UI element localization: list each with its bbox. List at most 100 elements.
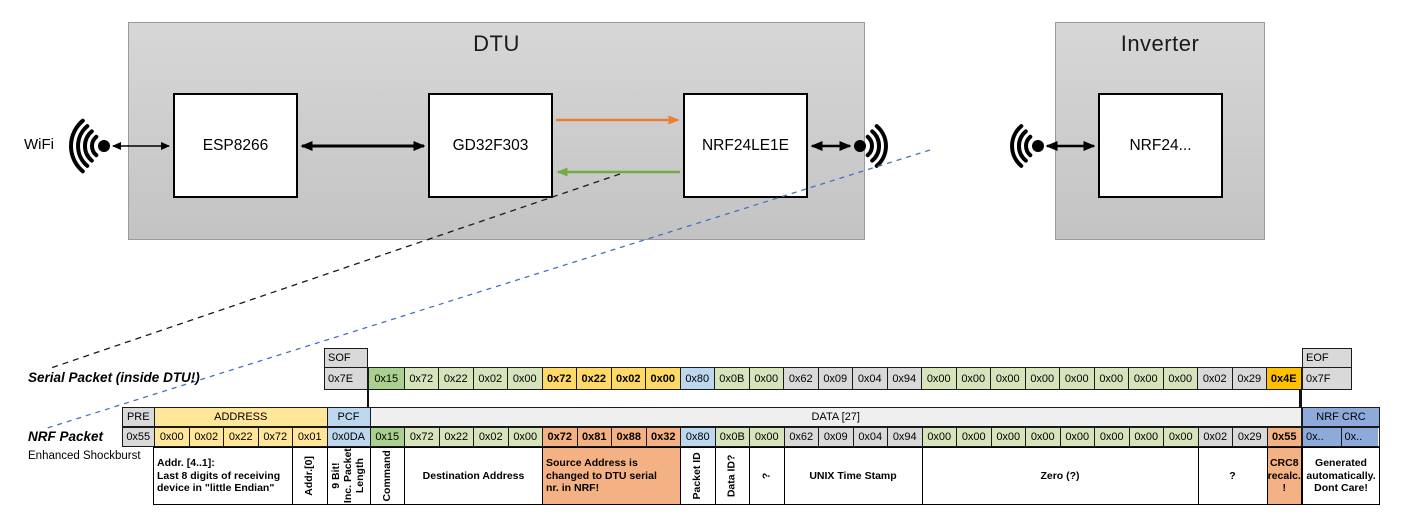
nrf-byte-cell: 0x00 (990, 428, 1025, 446)
nrf-byte-cell: 0x00 (956, 428, 991, 446)
nrf-byte-cell: 0x88 (611, 428, 646, 446)
serial-byte-cell: 0x00 (955, 368, 990, 389)
annotation-cell-crc-generated: Generated automatically. Dont Care! (1302, 447, 1380, 505)
nrf-byte-cell: 0x22 (223, 428, 258, 446)
annotation-cell: Addr.[0] (292, 448, 327, 504)
nrf-byte-cell: 0x00 (921, 428, 956, 446)
nrf-byte-cell: 0x55 (1266, 428, 1301, 446)
chip-gd32f303: GD32F303 (428, 93, 553, 198)
inverter-title: Inverter (1120, 31, 1200, 56)
serial-byte-cell: 0x00 (1059, 368, 1094, 389)
chip-gd32f303-label: GD32F303 (452, 136, 529, 154)
serial-byte-cell: 0x15 (369, 368, 404, 389)
serial-byte-cell: 0x00 (1024, 368, 1059, 389)
serial-byte-cell: 0x29 (1231, 368, 1266, 389)
chip-nrf24-inverter-label: NRF24... (1129, 136, 1192, 154)
nrf-byte-cell: 0x32 (645, 428, 680, 446)
nrf-byte-cell: 0x02 (1197, 428, 1232, 446)
annotation-cell: CRC8 recalc. ! (1266, 448, 1301, 504)
nrf-byte-cell: 0x00 (1025, 428, 1060, 446)
serial-byte-cell: 0x0B (714, 368, 749, 389)
serial-byte-cell: 0x62 (783, 368, 818, 389)
serial-byte-cell: 0x04 (852, 368, 887, 389)
serial-byte-cell: 0x09 (817, 368, 852, 389)
nrf-byte-cell: 0x22 (438, 428, 473, 446)
annotation-cell: ? (749, 448, 784, 504)
nrf-annotation-row: Addr. [4..1]: Last 8 digits of receiving… (153, 447, 1302, 505)
wifi-label: WiFi (24, 136, 54, 153)
sof-header: SOF (328, 352, 351, 364)
annotation-cell: Data ID? (714, 448, 749, 504)
serial-sof-cell: SOF 0x7E (324, 348, 368, 390)
serial-byte-cell: 0x00 (748, 368, 783, 389)
nrf-byte-cell: 0x94 (887, 428, 922, 446)
serial-byte-cell: 0x02 (610, 368, 645, 389)
annotation-cell: Zero (?) (921, 448, 1198, 504)
chip-esp8266-label: ESP8266 (202, 136, 269, 154)
wifi-icon-left (69, 118, 110, 174)
serial-byte-cell: 0x00 (1162, 368, 1197, 389)
annotation-cell: Source Address is changed to DTU serial … (542, 448, 680, 504)
annotation-cell: ? (1197, 448, 1267, 504)
nrf-byte-cell: 0x15 (369, 428, 404, 446)
serial-byte-cell: 0x72 (541, 368, 576, 389)
annotation-cell: UNIX Time Stamp (783, 448, 922, 504)
nrf-crc-byte-cell: 0x.. (1303, 428, 1341, 446)
serial-byte-cell: 0x00 (507, 368, 542, 389)
eof-value: 0x7F (1306, 372, 1331, 385)
serial-byte-cell: 0x00 (990, 368, 1025, 389)
serial-byte-cell: 0x02 (472, 368, 507, 389)
serial-byte-cell: 0x80 (679, 368, 714, 389)
nrf-byte-cell: 0x04 (852, 428, 887, 446)
sof-value: 0x7E (328, 372, 354, 385)
nrf-crc-values: 0x..0x.. (1302, 427, 1380, 447)
nrf-byte-cell: 0x01 (292, 428, 327, 446)
serial-byte-cell: 0x00 (921, 368, 956, 389)
nrf-byte-cell: 0x80 (680, 428, 715, 446)
serial-byte-cell: 0x02 (1197, 368, 1232, 389)
nrf-crc-header-cell: NRF CRC (1303, 408, 1379, 426)
chip-nrf24le1e: NRF24LE1E (683, 93, 808, 198)
nrf-byte-cell: 0x81 (576, 428, 611, 446)
nrf-byte-cell: 0x62 (783, 428, 818, 446)
nrf-packet-label: NRF Packet (28, 429, 104, 444)
nrf-header-cell: PRE (122, 408, 154, 426)
serial-byte-cell: 0x72 (403, 368, 438, 389)
chip-nrf24-inverter: NRF24... (1098, 93, 1223, 198)
serial-byte-cell: 0x94 (886, 368, 921, 389)
nrf-header-cell: ADDRESS (154, 408, 327, 426)
nrf-byte-cell: 0x00 (1059, 428, 1094, 446)
chip-nrf24le1e-label: NRF24LE1E (701, 136, 789, 154)
nrf-byte-cell: 0x00 (1163, 428, 1198, 446)
dtu-title: DTU (473, 31, 520, 56)
serial-packet-label: Serial Packet (inside DTU!) (28, 370, 200, 385)
wifi-icon-inverter (1010, 124, 1044, 168)
serial-byte-cell: 0x22 (576, 368, 611, 389)
serial-byte-cell: 0x00 (1128, 368, 1163, 389)
serial-byte-cell: 0x22 (438, 368, 473, 389)
serial-nrf-connector-right (1299, 389, 1302, 408)
serial-nrf-connector-left (366, 389, 369, 408)
enhanced-shockburst-label: Enhanced Shockburst (28, 450, 141, 462)
nrf-byte-cell: 0x00 (1094, 428, 1129, 446)
nrf-crc-header: NRF CRC (1302, 407, 1380, 427)
serial-byte-cell: 0x4E (1266, 368, 1301, 389)
nrf-byte-cell: 0x02 (473, 428, 508, 446)
serial-byte-cell: 0x00 (645, 368, 680, 389)
nrf-byte-cell: 0x0B (714, 428, 749, 446)
eof-header: EOF (1306, 352, 1329, 364)
nrf-byte-cell: 0x02 (188, 428, 223, 446)
nrf-header-cell: PCF (326, 408, 370, 426)
nrf-byte-cell: 0x72 (542, 428, 577, 446)
annotation-cell: Addr. [4..1]: Last 8 digits of receiving… (154, 448, 292, 504)
annotation-cell: Packet ID (680, 448, 715, 504)
nrf-header-cell: DATA [27] (369, 408, 1301, 426)
serial-eof-cell: EOF 0x7F (1302, 348, 1352, 390)
nrf-crc-byte-cell: 0x.. (1340, 428, 1378, 446)
annotation-cell: 9 Bit! Inc. Packet Length (326, 448, 370, 504)
annotation-cell: Command (369, 448, 404, 504)
nrf-byte-cell: 0x00 (1128, 428, 1163, 446)
nrf-byte-cell: 0x72 (257, 428, 292, 446)
